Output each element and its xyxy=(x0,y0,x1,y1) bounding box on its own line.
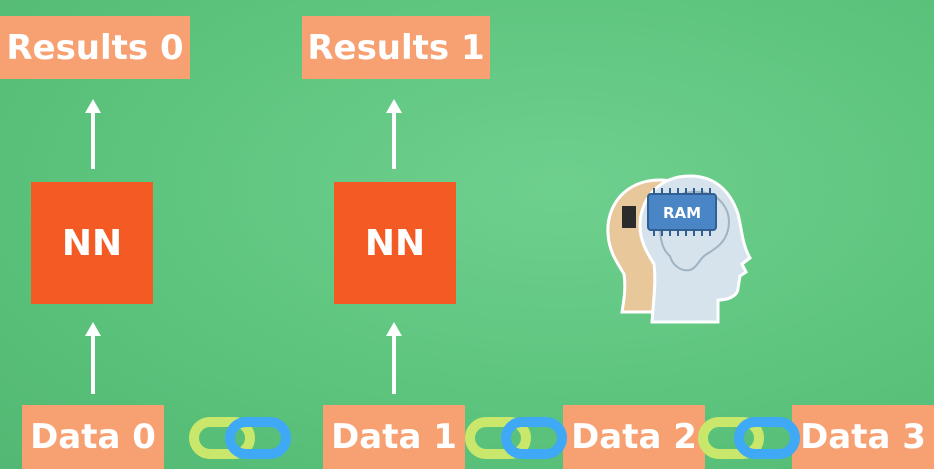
chain-link-icon xyxy=(464,414,568,466)
nn-box-1: NN xyxy=(334,182,456,304)
results-0-box: Results 0 xyxy=(0,16,190,79)
data-3-box: Data 3 xyxy=(792,405,934,469)
arrow-up-icon xyxy=(83,99,103,169)
chain-link-icon xyxy=(697,414,801,466)
arrow-up-icon xyxy=(83,322,103,394)
chain-link-icon xyxy=(188,414,292,466)
nn-box-0: NN xyxy=(31,182,153,304)
data-1-label: Data 1 xyxy=(331,417,457,457)
data-2-box: Data 2 xyxy=(563,405,705,469)
data-0-label: Data 0 xyxy=(30,417,156,457)
arrow-up-icon xyxy=(384,99,404,169)
results-1-label: Results 1 xyxy=(307,27,485,68)
ram-label: RAM xyxy=(663,204,701,222)
head-memory-icon: RAM xyxy=(600,172,760,336)
nn-0-label: NN xyxy=(61,222,123,264)
data-0-box: Data 0 xyxy=(22,405,164,469)
data-3-label: Data 3 xyxy=(800,417,926,457)
nn-1-label: NN xyxy=(364,222,426,264)
results-1-box: Results 1 xyxy=(302,16,490,79)
results-0-label: Results 0 xyxy=(6,27,184,68)
data-1-box: Data 1 xyxy=(323,405,465,469)
arrow-up-icon xyxy=(384,322,404,394)
data-2-label: Data 2 xyxy=(571,417,697,457)
ram-chip-icon: RAM xyxy=(647,188,717,236)
